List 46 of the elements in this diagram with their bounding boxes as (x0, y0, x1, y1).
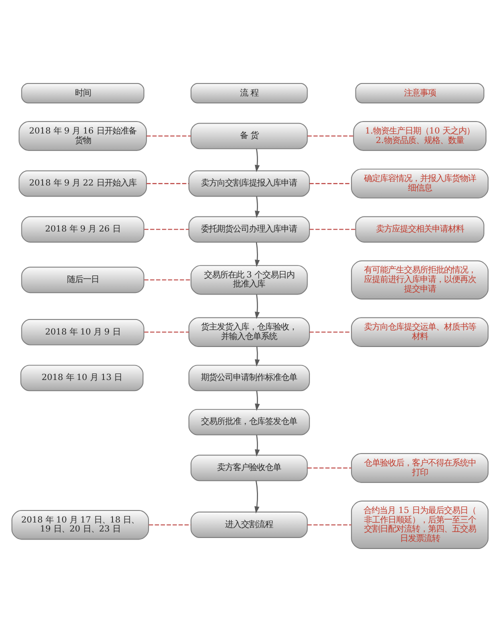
connector (309, 332, 352, 333)
node-box: 委托期货公司办理入库申请 (188, 216, 310, 243)
node-box: 注意事项 (355, 82, 484, 104)
node-box: 期货公司申请制作标准仓单 (188, 364, 310, 392)
node-box: 有可能产生交易所拒批的情况，应提前进行入库申请，以便再次提交申请 (351, 260, 489, 300)
arrow (254, 196, 260, 218)
node-box: 时间 (21, 82, 144, 104)
arrow (254, 242, 260, 267)
connector (146, 136, 191, 137)
connector (307, 467, 352, 468)
node-box: 交易所在此 3 个交易日内批准入库 (190, 265, 308, 295)
arrow (254, 434, 260, 457)
node-box: 2018 年 10 月 9 日 (21, 318, 144, 346)
node-box: 卖方向交割库提报入库申请 (188, 170, 310, 197)
connector (307, 524, 352, 526)
node-box: 卖方向仓库提交运单、材质书等材料 (351, 317, 489, 347)
node-box: 交易所批准，仓库签发仓单 (188, 408, 310, 436)
node-box: 2018 年 9 月 26 日 (21, 216, 144, 243)
node-box: 合约当月 15 日为最后交易日（非工作日顺延），后第一至三个交割日配对流转，第四、五交易日发票流转 (351, 500, 489, 550)
node-box: 2018 年 9 月 16 日开始准备货物 (18, 121, 147, 151)
arrow (254, 148, 260, 172)
connector (309, 183, 352, 184)
node-box: 2018 年 9 月 22 日开始入库 (18, 170, 147, 197)
node-box: 随后一日 (21, 266, 144, 294)
node-box: 2018 年 10 月 17 日、18 日、19 日、20 日、23 日 (11, 510, 149, 540)
node-box: 2018 年 10 月 13 日 (20, 364, 144, 392)
node-box: 流 程 (190, 82, 308, 104)
node-box: 进入交割流程 (190, 512, 308, 538)
node-box: 确定库容情况，并报入库货物详细信息 (351, 168, 489, 198)
node-box: 货主发货入库，仓库验收，并输入仓单系统 (188, 317, 310, 347)
connector (144, 332, 189, 333)
node-box: 备 货 (190, 122, 308, 150)
arrow (254, 390, 260, 411)
node-box: 卖方应提交相关申请材料 (355, 216, 484, 243)
arrow (254, 480, 260, 514)
node-box: 仓单验收后，客户不得在系统中打印 (351, 453, 489, 483)
arrow (254, 346, 260, 367)
connector (309, 228, 356, 230)
connector (307, 136, 354, 137)
node-box: 卖方客户验收仓单 (190, 454, 308, 482)
connector (146, 183, 189, 184)
connector (144, 228, 189, 230)
arrow (254, 294, 260, 320)
node-box: 1.物资生产日期（10 天之内） 2.物资品质、规格、数量 (353, 121, 486, 151)
connector (144, 279, 191, 280)
connector (148, 524, 191, 526)
